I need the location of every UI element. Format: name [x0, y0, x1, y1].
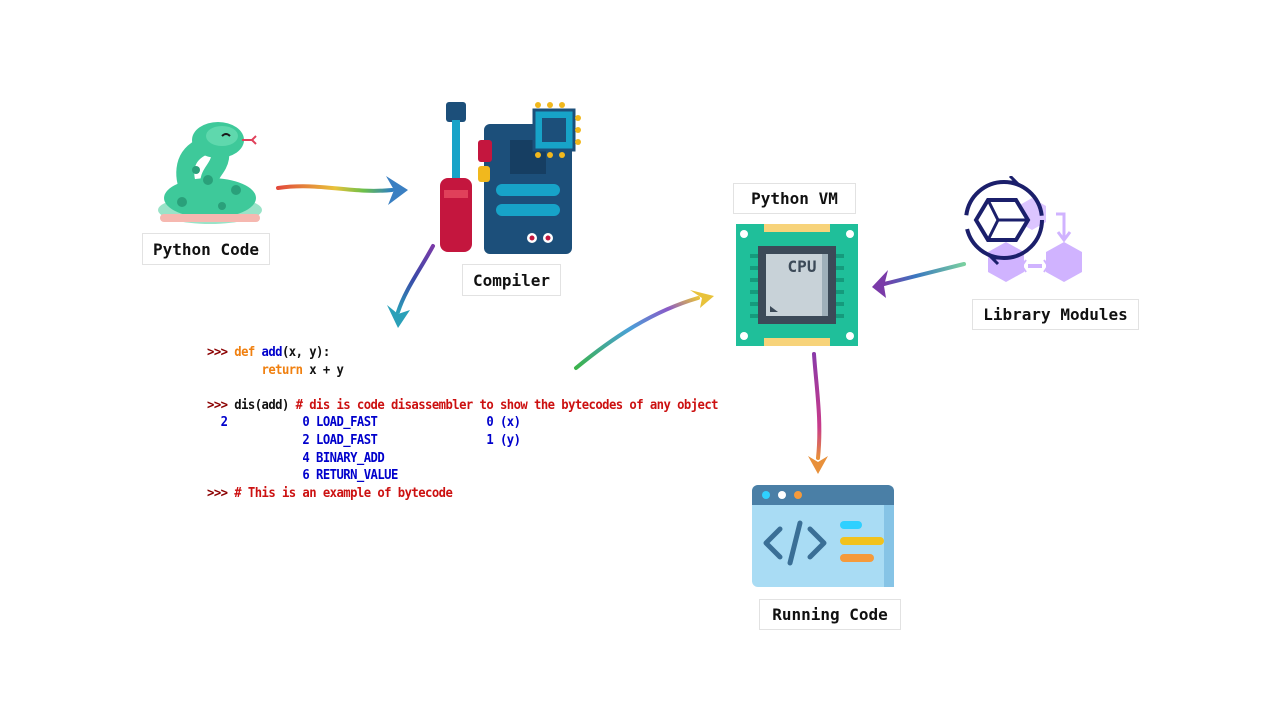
python-snake-icon [152, 118, 264, 228]
arrow-bytecode-to-vm [574, 290, 714, 370]
code-window-icon [752, 485, 894, 587]
code-line: 4 BINARY_ADD [207, 450, 718, 468]
code-token: # dis is code disassembler to show the b… [295, 397, 719, 413]
arrow-compiler-to-bytecode [387, 244, 435, 328]
code-token: return [261, 362, 310, 378]
code-token: 2 LOAD_FAST 1 (y) [207, 432, 521, 448]
code-token: >>> [207, 485, 235, 501]
code-token: (x, y): [281, 345, 330, 360]
library-modules-label: Library Modules [972, 299, 1139, 330]
bytecode-example: >>> def add(x, y): return x + y >>> dis(… [207, 344, 719, 503]
code-line: >>> def add(x, y): [207, 344, 718, 362]
code-token: dis(add) [234, 397, 296, 413]
code-token: 6 RETURN_VALUE [207, 468, 398, 484]
code-token [207, 380, 214, 395]
code-token: add [261, 345, 283, 360]
arrow-library-to-vm [872, 262, 966, 298]
cpu-chip-icon: CPU [736, 224, 858, 346]
code-token: 4 BINARY_ADD [207, 450, 385, 466]
code-line: return x + y [207, 362, 718, 380]
compiler-label: Compiler [462, 264, 561, 296]
compiler-tools-icon [438, 100, 582, 256]
code-line [207, 379, 718, 397]
code-line: 2 LOAD_FAST 1 (y) [207, 432, 718, 450]
arrow-code-to-compiler [276, 176, 408, 205]
code-line: 6 RETURN_VALUE [207, 467, 718, 485]
library-modules-icon [960, 174, 1084, 292]
code-token: >>> [207, 345, 235, 360]
running-code-label: Running Code [759, 599, 901, 630]
python-vm-label: Python VM [733, 183, 856, 214]
code-token: def [234, 345, 262, 360]
code-line: >>> dis(add) # dis is code disassembler … [207, 397, 719, 415]
code-line: >>> # This is an example of bytecode [207, 485, 718, 503]
cpu-chip-label: CPU [788, 257, 817, 276]
code-token: >>> [207, 397, 235, 413]
python-code-label: Python Code [142, 233, 270, 265]
code-token: x + y [309, 362, 344, 378]
code-token [207, 363, 262, 378]
code-token: # This is an example of bytecode [234, 485, 453, 501]
code-token: 2 0 LOAD_FAST 0 (x) [207, 415, 521, 431]
code-line: 2 0 LOAD_FAST 0 (x) [207, 414, 718, 432]
arrow-vm-to-running [808, 352, 828, 474]
